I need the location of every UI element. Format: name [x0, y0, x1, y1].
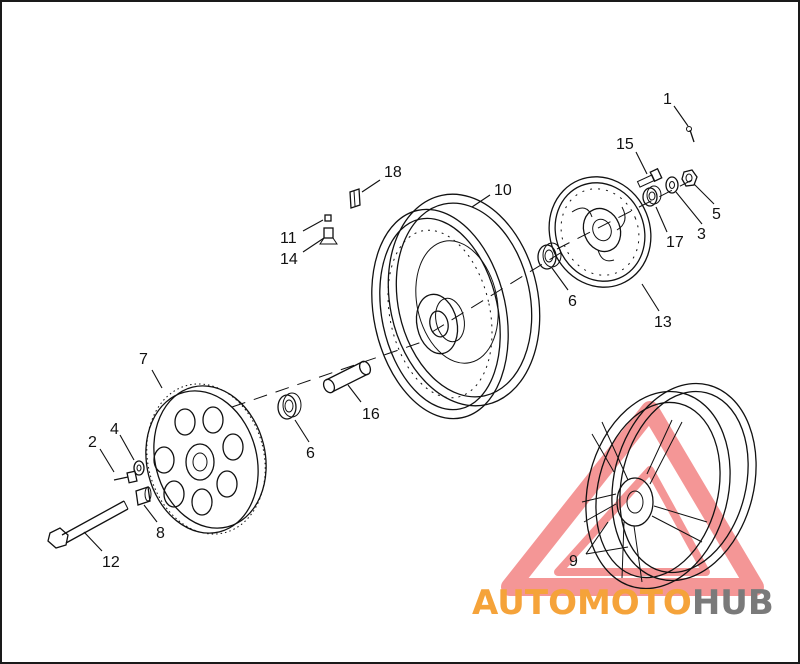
callout-4: 4: [110, 421, 119, 438]
callout-15: 15: [616, 136, 634, 153]
axle-centerline-left: [231, 341, 423, 408]
callout-11: 11: [280, 230, 297, 247]
axle-centerline-mid: [431, 251, 563, 333]
bolt-15: [636, 167, 663, 188]
rear-axle-12: [47, 500, 129, 549]
callout-6-right: 6: [568, 293, 577, 310]
callout-18: 18: [384, 164, 402, 181]
callout-13: 13: [654, 314, 672, 331]
watermark-text-part2: HUB: [692, 583, 774, 623]
brake-rotor: [548, 176, 652, 288]
callout-17: 17: [666, 234, 684, 251]
callout-7: 7: [139, 351, 148, 368]
washer-3: [665, 176, 679, 194]
washer-4: [133, 460, 145, 476]
bearing-17: [642, 185, 662, 207]
cotter-pin-1: [686, 126, 695, 143]
valve-cap-11: [324, 214, 332, 222]
valve-stem-14: [319, 227, 338, 245]
callout-1: 1: [663, 91, 672, 108]
watermark-triangle-inner-icon: [554, 466, 710, 576]
svg-text:AUTOMOTOHUB: AUTOMOTOHUB: [472, 583, 774, 623]
callout-2: 2: [88, 434, 97, 451]
watermark-text: AUTOMOTOHUB: [472, 583, 774, 623]
callout-9: 9: [569, 553, 578, 570]
callout-5: 5: [712, 206, 721, 223]
leader-lines: [83, 105, 715, 555]
axle-spacer-16: [322, 360, 372, 394]
nut-5: [681, 169, 698, 187]
bearing-6-right: [537, 242, 562, 270]
balance-weight-18: [349, 188, 361, 209]
watermark-text-part1: AUTOMOTO: [472, 583, 692, 623]
callout-8: 8: [156, 525, 165, 542]
callout-16: 16: [362, 406, 380, 423]
belt-pulley: [145, 383, 267, 535]
callout-14: 14: [280, 251, 298, 268]
alternate-wheel-9: [581, 382, 757, 590]
bolt-2: [113, 470, 138, 484]
callout-10: 10: [494, 182, 512, 199]
callout-3: 3: [697, 226, 706, 243]
main-wheel: [371, 193, 541, 420]
bearing-6-left: [277, 392, 302, 420]
spacer-8: [135, 486, 152, 506]
callout-6-left: 6: [306, 445, 315, 462]
callout-labels: 1 2 3 4 5 6 6 7 8 9 10 11 12 13 14 15 16…: [88, 91, 721, 571]
callout-12: 12: [102, 554, 120, 571]
